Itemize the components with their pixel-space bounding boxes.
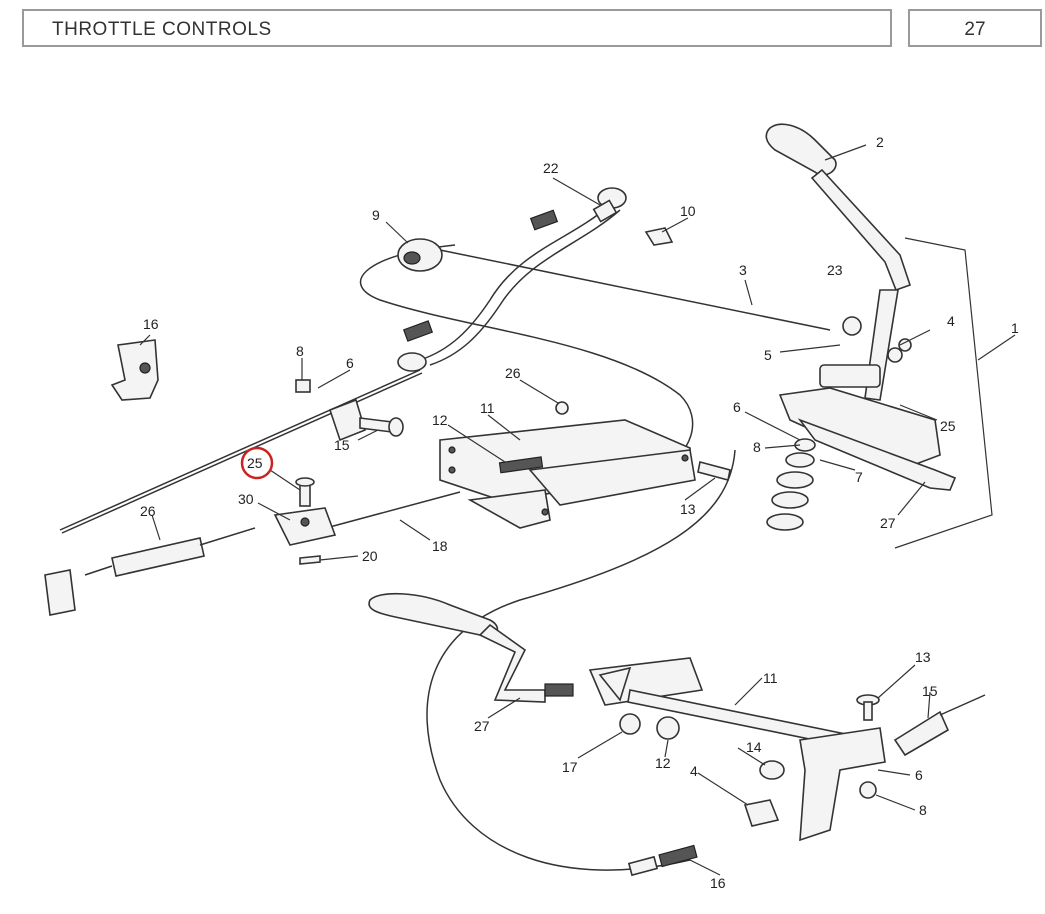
callout-22: 16 [143, 316, 159, 332]
pin-25 [295, 477, 315, 507]
callout-11: 11 [763, 670, 778, 686]
callout-10: 10 [680, 203, 696, 219]
callout-19: 13 [680, 501, 696, 517]
leader-lines [139, 144, 1016, 876]
callout-21: 15 [334, 437, 350, 453]
callout-25: 25 [247, 455, 263, 471]
clip-bracket [328, 398, 366, 442]
page-number-box: 27 [908, 9, 1042, 47]
cable-3 [439, 249, 831, 331]
title-box: THROTTLE CONTROLS [22, 9, 892, 47]
callout-labels: 2 22 9 10 3 23 1 4 5 16 8 6 26 6 11 12 2… [140, 134, 1019, 891]
callout-6-lower: 6 [915, 767, 923, 783]
callout-15: 15 [922, 683, 938, 699]
callout-4-upper: 4 [947, 313, 955, 329]
nut-12 [656, 716, 680, 740]
clip-4-lower [743, 799, 780, 827]
clip-20 [299, 555, 321, 565]
callout-28: 22 [543, 160, 559, 176]
spring-stack [766, 438, 816, 531]
callout-3: 3 [739, 262, 747, 278]
callout-33: 27 [880, 515, 896, 531]
nut-8 [295, 379, 311, 393]
callout-24: 18 [432, 538, 448, 554]
callout-8-lower: 8 [919, 802, 927, 818]
callout-29: 23 [827, 262, 843, 278]
callout-26: 26 [140, 503, 156, 519]
callout-20: 20 [362, 548, 378, 564]
bracket-1-outline [894, 237, 993, 549]
pedal-27 [368, 592, 574, 703]
screw-19 [697, 461, 731, 481]
clip-10 [644, 227, 674, 246]
throttle-cable-lower [426, 449, 736, 871]
callout-32: 26 [505, 365, 521, 381]
rod-11-assembly [588, 657, 886, 842]
knob-14 [759, 760, 785, 780]
callout-6-mid: 6 [733, 399, 741, 415]
callout-5-right: 5 [764, 347, 772, 363]
callout-4-lower: 4 [690, 763, 698, 779]
callout-12: 12 [655, 755, 671, 771]
spring-26 [44, 527, 256, 616]
callout-17: 11 [480, 400, 495, 416]
callout-7: 7 [855, 469, 863, 485]
throttle-plate-31-33 [778, 316, 957, 491]
page-title: THROTTLE CONTROLS [52, 19, 272, 40]
page-number: 27 [964, 19, 986, 40]
highlight-ring-25 [240, 446, 274, 480]
bracket-22 [110, 339, 159, 401]
callout-8-left: 8 [296, 343, 304, 359]
callout-14: 14 [746, 739, 762, 755]
nut-8-lower [859, 781, 877, 799]
washer-23 [619, 713, 641, 735]
choke-cable [59, 369, 421, 531]
callout-18: 12 [432, 412, 448, 428]
nut-32 [555, 401, 569, 415]
callout-16: 16 [710, 875, 726, 891]
callout-30: 30 [238, 491, 254, 507]
callout-13: 13 [915, 649, 931, 665]
callout-2: 2 [876, 134, 884, 150]
callout-31: 25 [940, 418, 956, 434]
knob-9 [397, 238, 443, 272]
callout-23: 17 [562, 759, 578, 775]
callout-9: 9 [372, 207, 380, 223]
bolt-13 [856, 694, 880, 721]
connector-16 [627, 844, 698, 877]
callout-1: 1 [1011, 320, 1019, 336]
bolt-21 [359, 417, 404, 437]
mount-bracket-17-18 [439, 419, 696, 529]
throttle-cable-upper [360, 244, 694, 471]
callout-5-left: 6 [346, 355, 354, 371]
callout-27: 27 [474, 718, 490, 734]
choke-cable-b [61, 372, 423, 534]
spring-15 [893, 694, 986, 757]
cable-28 [397, 187, 627, 372]
hand-lever-2 [765, 123, 912, 401]
plate-30 [273, 507, 337, 546]
callout-8-mid: 8 [753, 439, 761, 455]
